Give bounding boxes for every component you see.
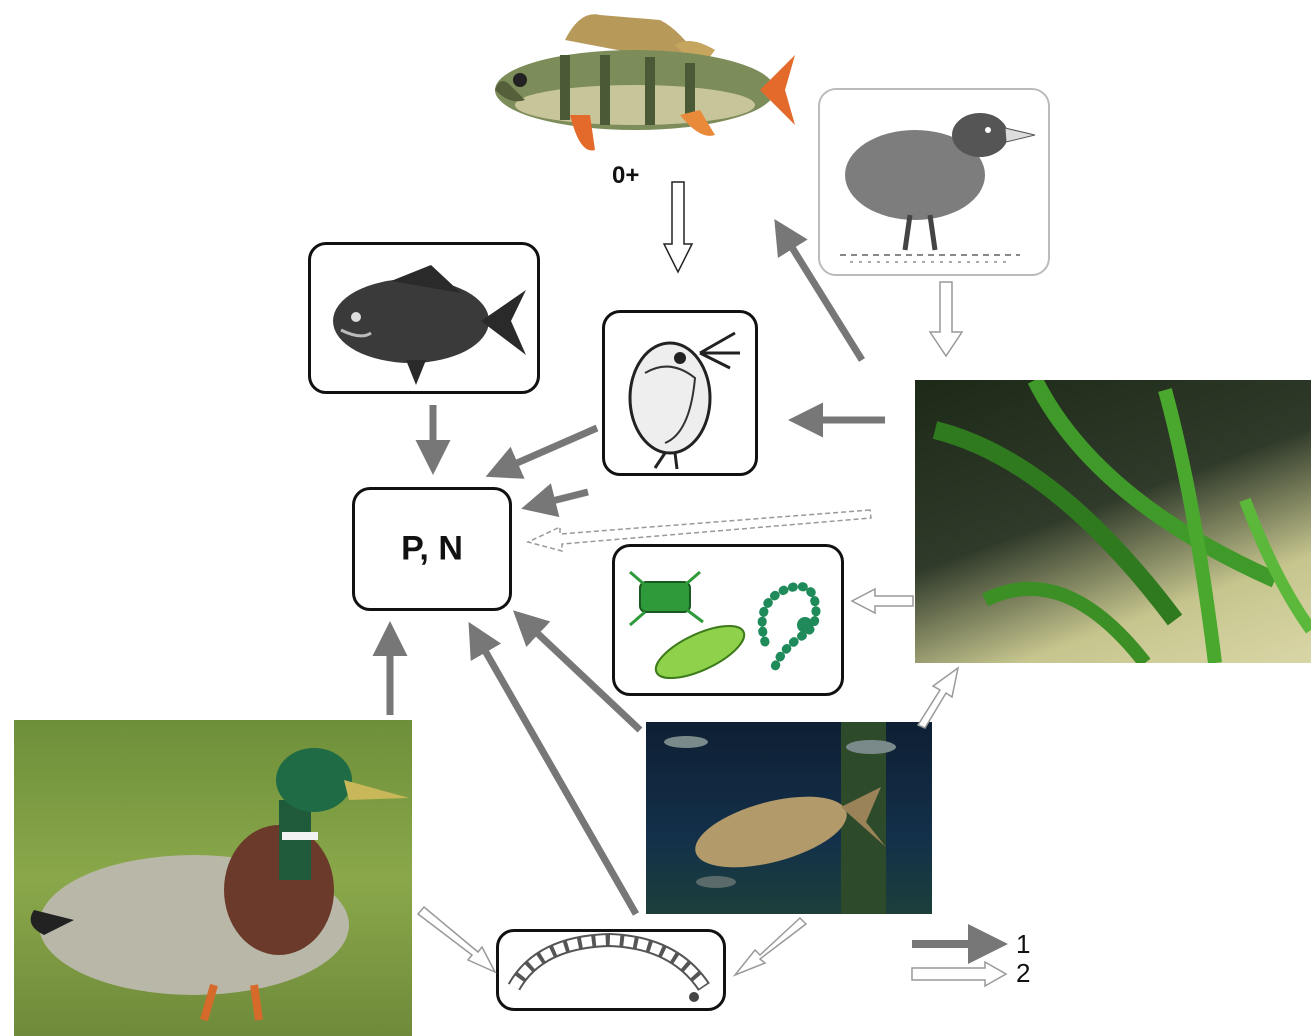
arrow-coot-to-waterweed [930,282,962,356]
arrow-carp-to-waterweed [918,668,958,728]
arrow-carp-to-larva [735,918,806,975]
legend-label-1: 1 [1016,929,1030,960]
arrow-carp-to-nutrients [518,615,640,730]
legend-hollow-arrow [912,962,1006,986]
arrow-daphnia-to-nutrients-1 [492,428,597,474]
arrow-waterweed-to-nutrients [528,510,871,551]
arrow-perch-to-daphnia [664,182,692,272]
arrow-daphnia-to-nutrients-2 [528,492,588,507]
arrow-waterweed-to-perch [778,225,862,360]
arrow-waterweed-to-algae [852,589,913,613]
arrow-larva-to-nutrients [472,628,636,914]
arrow-mallard-to-larva [418,907,495,972]
legend-label-2: 2 [1016,958,1030,989]
